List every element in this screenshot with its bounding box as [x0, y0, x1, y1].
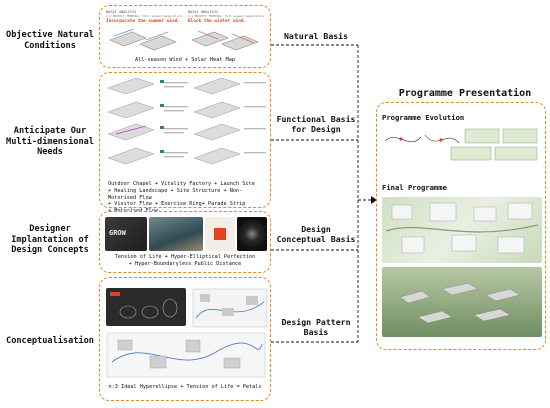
final-programme-plan [382, 197, 542, 263]
wind-diagram-summer [109, 28, 177, 51]
card-subheading: 1.1 PROJECT TERMINAL: Hill season temper… [188, 14, 264, 18]
label-multidimensional-needs: Anticipate Our Multi-dimensional Needs [6, 126, 94, 158]
final-programme-label: Final Programme [382, 183, 447, 192]
hyperellipse-plan-bottom [106, 332, 266, 378]
wind-card-summer: BASIC ANALYSIS 1.1 PROJECT TERMINAL: Hil… [106, 10, 184, 54]
concept-image-landscape [149, 217, 203, 251]
concept-dark-board [106, 288, 186, 326]
label-designer-implantation: Designer Implantation of Design Concepts [11, 224, 89, 256]
caption-line: + Healing Landscape + Site Structure + N… [108, 187, 243, 201]
basis-natural: Natural Basis [283, 31, 349, 41]
panel1-caption: All-season Wind + Solar Heat Map [135, 57, 235, 63]
aerial-render-buildings [399, 282, 521, 324]
concept-image-particles [237, 217, 267, 251]
basis-conceptual: Design Conceptual Basis [276, 224, 356, 244]
caption-line: Outdoor Chapel + Vitality Factory + Laun… [108, 181, 255, 187]
card-title: Incorporate the summer wind. [106, 19, 181, 24]
presentation-title: Programme Presentation [398, 88, 532, 99]
accent-tag [110, 292, 120, 296]
hyperellipse-plan-top [192, 288, 268, 328]
petal-sketches [119, 298, 178, 319]
card-heading: BASIC ANALYSIS [188, 10, 219, 14]
evolution-sketches [384, 128, 538, 161]
basis-functional: Functional Basis for Design [276, 114, 356, 134]
wind-diagram-winter [191, 30, 259, 51]
site-plan-buildings [385, 202, 539, 254]
panel-conceptualisation: n:3 Ideal Hyperellipse + Tension of Life… [99, 277, 271, 401]
card-subheading: 1.1 PROJECT TERMINAL: Hill season temper… [106, 14, 182, 18]
caption-line: + Visitor Flow + Exercise Ring+ Parade S… [108, 201, 246, 208]
concept-image-grow: GROW [105, 217, 147, 251]
panel-multidimensional-needs: Outdoor Chapel + Vitality Factory + Laun… [99, 72, 271, 214]
red-square [214, 228, 226, 240]
panel4-caption: n:3 Ideal Hyperellipse + Tension of Life… [108, 384, 262, 390]
programme-evolution-label: Programme Evolution [382, 113, 465, 122]
basis-pattern: Design Pattern Basis [281, 317, 351, 337]
panel-design-concepts: GROW Tension of Life + Hyper-Elliptical … [99, 211, 271, 273]
final-programme-aerial [382, 267, 542, 337]
function-diagrams [107, 77, 266, 165]
panel3-caption: Tension of Life + Hyper-Elliptical Perfe… [100, 254, 270, 268]
wind-card-winter: BASIC ANALYSIS 1.1 PROJECT TERMINAL: Hil… [188, 10, 266, 54]
caption-line: Tension of Life + Hyper-Elliptical Perfe… [114, 254, 256, 260]
card-title: Block the winter wind. [188, 19, 247, 24]
panel-programme-presentation: Programme Evolution Final Programme [376, 102, 546, 350]
concept-image-red-square [205, 217, 235, 251]
panel-natural-conditions: BASIC ANALYSIS 1.1 PROJECT TERMINAL: Hil… [99, 5, 271, 68]
caption-line: + Hyper-Boundaryless Public Distance [128, 260, 242, 267]
label-conceptualisation: Conceptualisation [6, 336, 94, 346]
grow-title: GROW [109, 229, 126, 237]
label-natural-conditions: Objective Natural Conditions [6, 30, 94, 51]
card-heading: BASIC ANALYSIS [106, 10, 137, 14]
arrow-head [371, 196, 377, 204]
